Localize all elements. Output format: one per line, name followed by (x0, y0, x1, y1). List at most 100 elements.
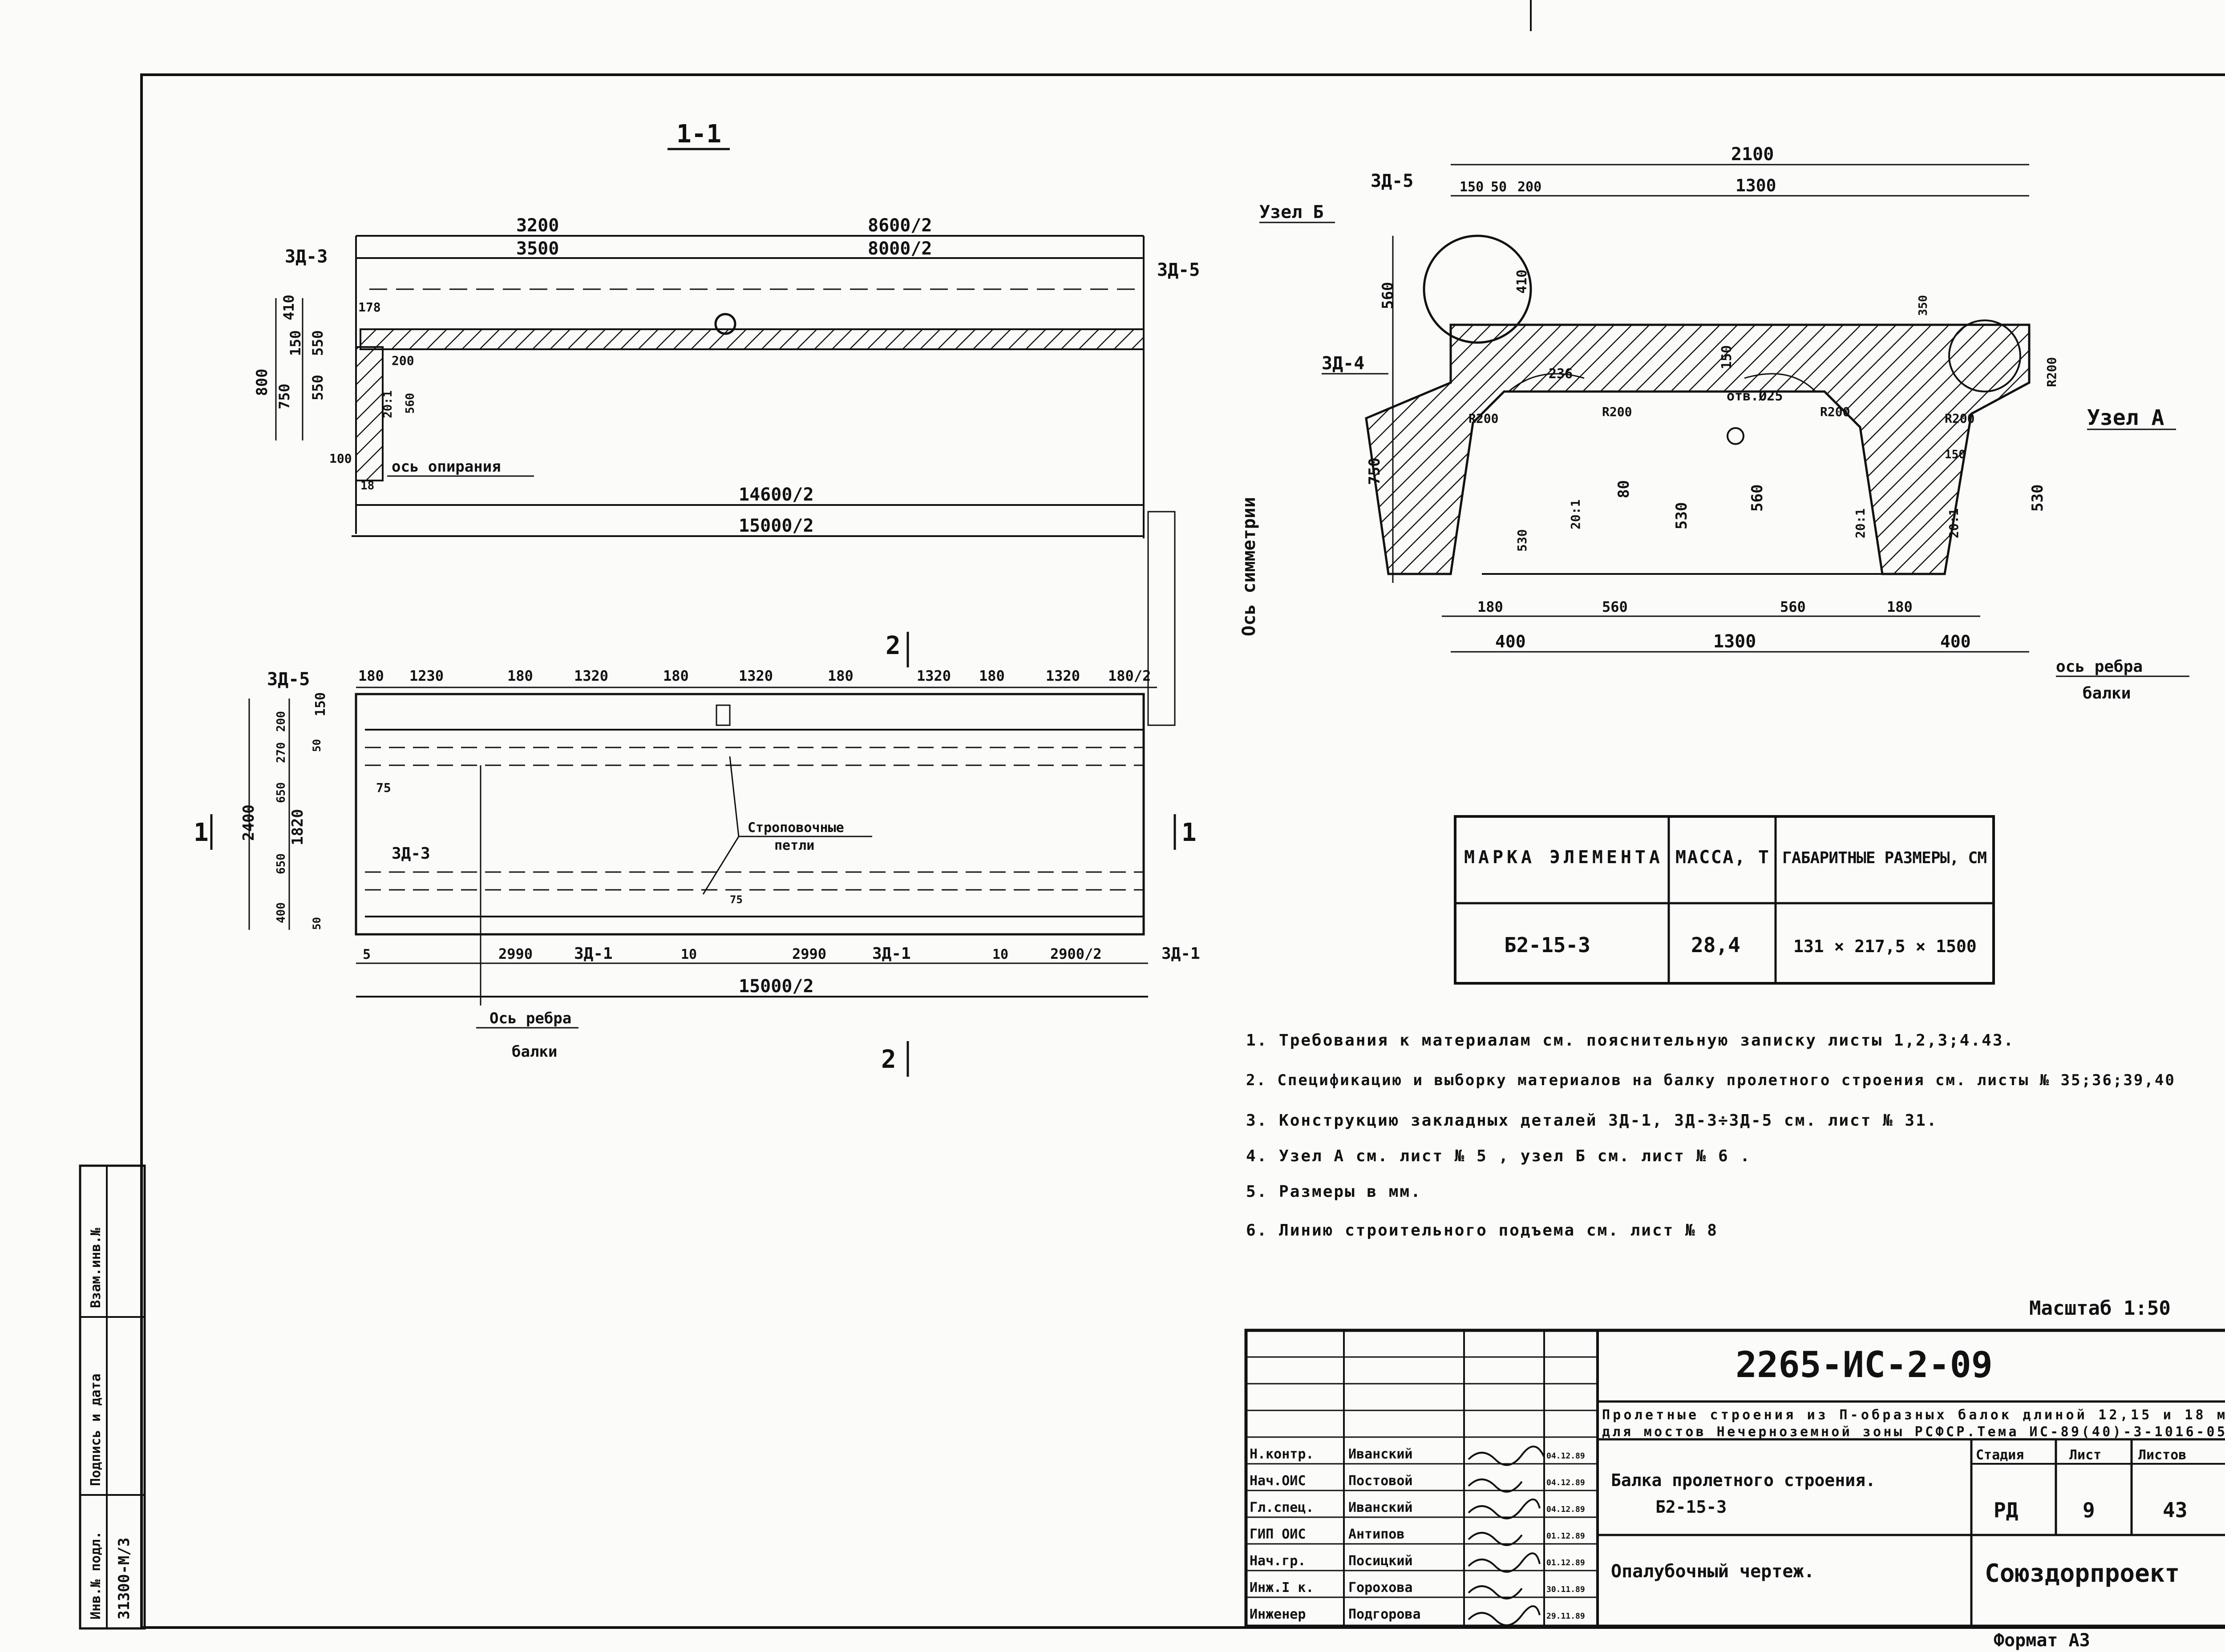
svg-text:750: 750 (1366, 458, 1384, 485)
lifting-loop (714, 313, 736, 335)
svg-text:01.12.89: 01.12.89 (1546, 1558, 1585, 1567)
note-3: 3. Конструкцию закладных деталей ЗД-1, З… (1246, 1111, 1938, 1130)
svg-text:Горохова: Горохова (1348, 1580, 1413, 1595)
svg-text:180: 180 (507, 667, 533, 684)
svg-text:отв.Ø25: отв.Ø25 (1727, 388, 1783, 404)
svg-text:Формат А3: Формат А3 (1994, 1630, 2090, 1651)
svg-text:R200: R200 (2044, 357, 2059, 387)
svg-text:550: 550 (309, 330, 326, 356)
svg-text:ЗД-5: ЗД-5 (267, 669, 310, 690)
plan-view: 2 ЗД-5 180 1230 180 1320 180 1320 180 13… (194, 631, 1200, 1077)
svg-text:Н.контр.: Н.контр. (1250, 1446, 1314, 1462)
svg-text:14600/2: 14600/2 (739, 485, 814, 505)
svg-text:R200: R200 (1945, 411, 1974, 426)
svg-text:Стадия: Стадия (1976, 1447, 2024, 1463)
svg-text:ЗД-3: ЗД-3 (392, 844, 430, 863)
svg-text:01.12.89: 01.12.89 (1546, 1531, 1585, 1541)
svg-text:650: 650 (275, 853, 288, 874)
svg-text:для мостов Нечерноземной зоны: для мостов Нечерноземной зоны РСФСР.Тема… (1602, 1424, 2225, 1440)
svg-text:1820: 1820 (289, 809, 307, 845)
svg-text:400: 400 (275, 902, 288, 923)
note-4: 4. Узел А см. лист № 5 , узел Б см. лист… (1246, 1147, 1751, 1165)
svg-text:Иванский: Иванский (1348, 1500, 1413, 1515)
svg-text:200: 200 (1517, 179, 1541, 195)
sheet-frame (140, 73, 2225, 1629)
spec-header-mass: МАССА, Т (1675, 847, 1769, 868)
note-5: 5. Размеры в мм. (1246, 1183, 1422, 1201)
svg-text:петли: петли (774, 838, 814, 853)
svg-text:15000/2: 15000/2 (739, 516, 814, 536)
svg-text:Взам.инв.№: Взам.инв.№ (88, 1227, 104, 1308)
spec-cell-mark: Б2-15-3 (1504, 933, 1590, 957)
svg-text:Пролетные строения из П-образн: Пролетные строения из П-образных балок д… (1602, 1407, 2225, 1423)
svg-text:1320: 1320 (739, 667, 773, 684)
cross-section: 2100 150 50 200 1300 ЗД-5 Узел Б ЗД-4 Уз… (1259, 144, 2189, 703)
spec-header-size: ГАБАРИТНЫЕ РАЗМЕРЫ, СМ (1782, 849, 1987, 867)
plan-top-dims: 180 1230 180 1320 180 1320 180 1320 180 … (358, 667, 1151, 684)
svg-text:ЗД-1: ЗД-1 (872, 945, 911, 963)
section-1-1: 1-1 3200 8600/2 3500 8000/2 ЗД-3 800 410… (253, 120, 1259, 726)
svg-text:180: 180 (1887, 598, 1913, 615)
svg-text:100: 100 (329, 451, 352, 466)
svg-text:180/2: 180/2 (1108, 667, 1151, 684)
svg-text:1: 1 (194, 818, 209, 847)
hole-25 (1727, 427, 1744, 445)
svg-text:180: 180 (979, 667, 1005, 684)
svg-text:8000/2: 8000/2 (868, 238, 932, 259)
svg-text:530: 530 (1673, 502, 1691, 529)
svg-text:530: 530 (1515, 529, 1529, 552)
svg-text:410: 410 (1514, 270, 1530, 294)
svg-text:560: 560 (1379, 282, 1397, 309)
axis-label: ось опирания (392, 458, 501, 476)
svg-text:Подпись и дата: Подпись и дата (88, 1373, 104, 1486)
svg-text:Листов: Листов (2138, 1447, 2186, 1463)
section-title: 1-1 (676, 120, 721, 149)
svg-text:20:1: 20:1 (381, 390, 395, 418)
svg-text:800: 800 (253, 369, 271, 396)
svg-text:30.11.89: 30.11.89 (1546, 1585, 1585, 1594)
svg-text:20:1: 20:1 (1568, 500, 1583, 529)
svg-text:Узел А: Узел А (2087, 405, 2164, 430)
svg-text:236: 236 (1549, 366, 1573, 382)
svg-text:9: 9 (2083, 1498, 2095, 1522)
note-2: 2. Спецификацию и выборку материалов на … (1246, 1071, 2176, 1089)
svg-text:1320: 1320 (917, 667, 951, 684)
svg-text:43: 43 (2163, 1498, 2187, 1522)
svg-text:1300: 1300 (1713, 631, 1756, 652)
svg-text:15000/2: 15000/2 (739, 976, 814, 997)
svg-text:650: 650 (275, 782, 288, 803)
svg-text:04.12.89: 04.12.89 (1546, 1451, 1585, 1461)
svg-text:1300: 1300 (1736, 176, 1776, 195)
svg-text:ЗД-3: ЗД-3 (285, 246, 328, 267)
svg-text:750: 750 (276, 384, 293, 409)
svg-text:3500: 3500 (516, 238, 559, 259)
svg-text:2: 2 (886, 631, 901, 660)
svg-text:Инж.I к.: Инж.I к. (1250, 1580, 1314, 1595)
svg-text:400: 400 (1940, 632, 1971, 651)
svg-text:10: 10 (681, 947, 697, 962)
svg-text:560: 560 (1602, 598, 1628, 615)
svg-text:Опалубочный чертеж.: Опалубочный чертеж. (1611, 1561, 1815, 1582)
svg-text:80: 80 (1615, 480, 1633, 498)
svg-text:150: 150 (287, 330, 304, 356)
note-1: 1. Требования к материалам см. пояснител… (1246, 1031, 2015, 1050)
svg-text:ось ребра: ось ребра (2056, 658, 2143, 676)
scale-label: Масштаб 1:50 (2029, 1297, 2171, 1320)
spec-cell-size: 131 × 217,5 × 1500 (1793, 937, 1977, 956)
svg-text:20:1: 20:1 (1946, 509, 1961, 538)
spec-cell-mass: 28,4 (1691, 933, 1740, 957)
svg-text:200: 200 (392, 353, 414, 368)
slab-hatched (360, 328, 1145, 350)
svg-text:балки: балки (2083, 684, 2131, 703)
svg-text:Посицкий: Посицкий (1348, 1553, 1413, 1569)
svg-text:75: 75 (376, 780, 391, 795)
svg-text:Б2-15-3: Б2-15-3 (1655, 1497, 1727, 1517)
svg-text:8600/2: 8600/2 (868, 215, 932, 236)
svg-text:04.12.89: 04.12.89 (1546, 1505, 1585, 1514)
signers: Н.контр. Иванский 04.12.89 Нач.ОИС Посто… (1250, 1446, 1585, 1626)
pi-section-shape (1365, 323, 2031, 575)
svg-text:50: 50 (311, 739, 323, 752)
svg-text:2900/2: 2900/2 (1050, 945, 1102, 962)
node-a-circle (1948, 319, 2021, 392)
